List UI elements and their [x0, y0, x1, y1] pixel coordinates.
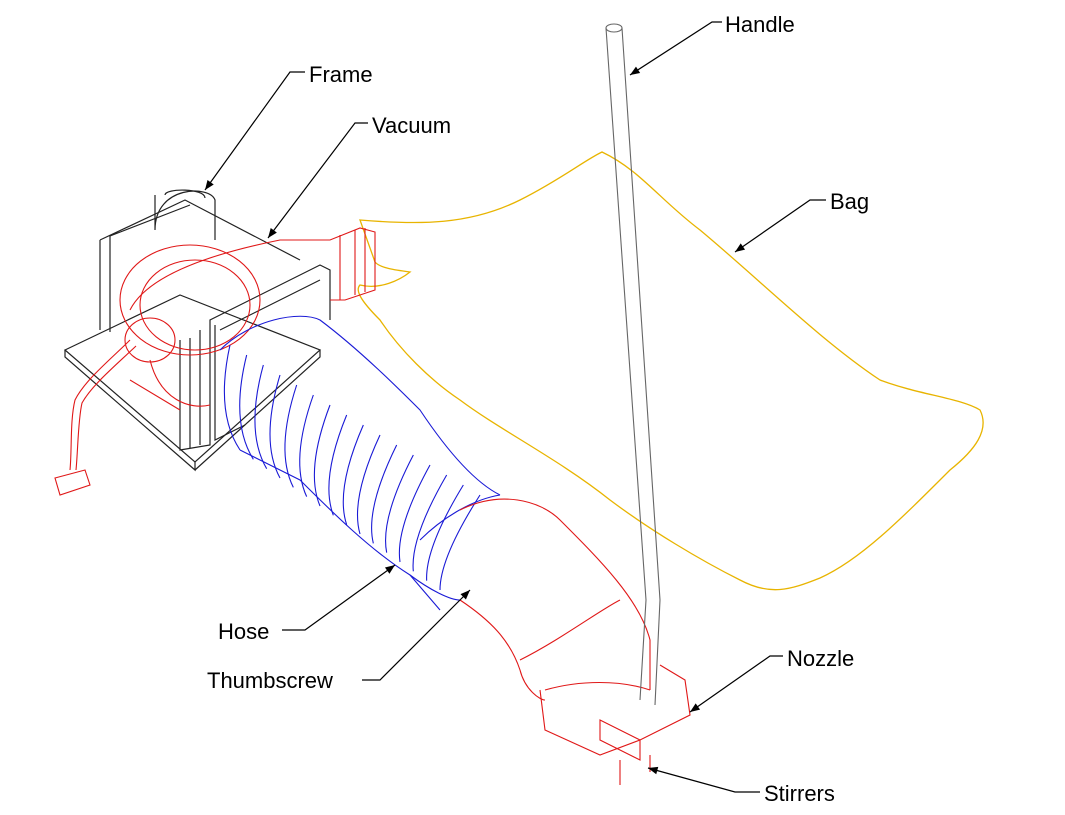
hose	[219, 315, 501, 611]
hose-rib	[371, 444, 398, 544]
label-vacuum: Vacuum	[372, 113, 451, 138]
hose-rib	[342, 424, 364, 525]
hose-rib	[313, 404, 331, 507]
hose-rib	[239, 354, 254, 460]
bag-outline	[357, 151, 984, 591]
label-stirrers: Stirrers	[764, 781, 835, 806]
vacuum	[54, 227, 376, 496]
leader-handle	[629, 21, 722, 76]
frame	[63, 189, 331, 472]
hose-rib	[426, 484, 464, 581]
label-handle: Handle	[725, 12, 795, 37]
hose-rib	[385, 454, 414, 553]
hose-rib	[269, 374, 281, 479]
label-thumbscrew: Thumbscrew	[207, 668, 333, 693]
hose-rib	[328, 414, 348, 516]
label-hose: Hose	[218, 619, 269, 644]
nozzle	[459, 498, 691, 785]
hose-rib	[284, 384, 298, 488]
leader-frame	[204, 71, 305, 191]
hose-rib	[356, 434, 381, 535]
leader-thumbscrew	[362, 589, 471, 681]
hose-rib	[439, 494, 481, 591]
handle	[605, 23, 661, 706]
hose-rib	[398, 464, 431, 563]
hose-rib	[223, 344, 241, 451]
hose-rib	[254, 364, 268, 469]
leader-nozzle	[689, 655, 783, 713]
label-bag: Bag	[830, 189, 869, 214]
leader-bag	[734, 199, 826, 253]
leader-vacuum	[267, 122, 368, 239]
hose-rib	[299, 394, 314, 497]
label-frame: Frame	[309, 62, 373, 87]
leader-stirrers	[647, 766, 760, 793]
label-nozzle: Nozzle	[787, 646, 854, 671]
leader-hose	[282, 564, 396, 631]
hose-rib	[412, 474, 448, 572]
